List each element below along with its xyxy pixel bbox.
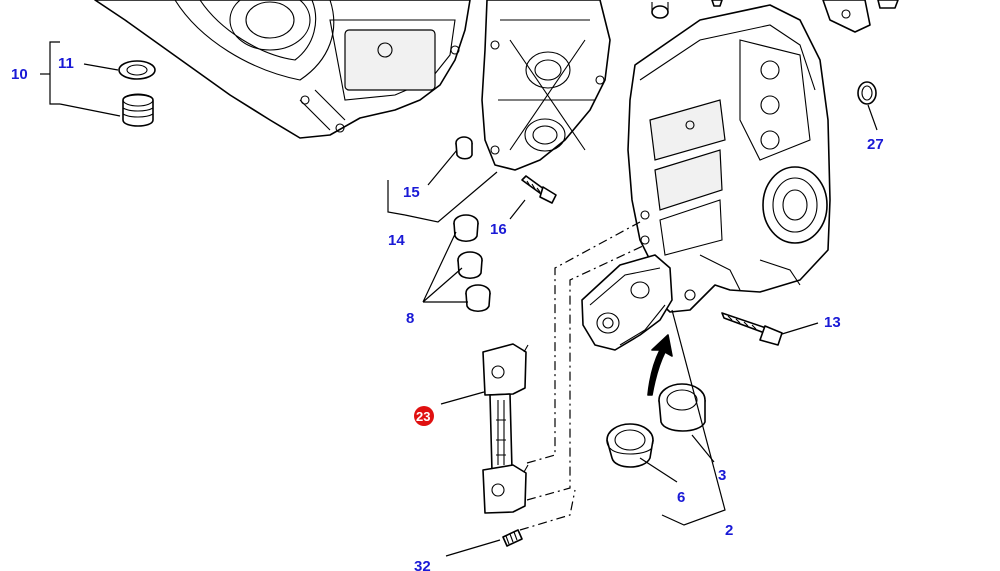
- bushings-8: [453, 214, 491, 313]
- seal-ring-11: [118, 60, 156, 80]
- callout-3: 3: [718, 467, 726, 484]
- spring-32: [502, 529, 523, 547]
- leader-lines: [40, 41, 878, 557]
- cover-plate: [481, 0, 611, 171]
- ring-27: [857, 81, 877, 105]
- assembly-lines: [519, 221, 646, 531]
- callout-14: 14: [388, 232, 405, 249]
- top-bolt-fragment: [711, 0, 723, 7]
- top-bushing: [651, 2, 669, 19]
- callout-27: 27: [867, 136, 884, 153]
- install-arrow: [647, 334, 673, 396]
- callout-32: 32: [414, 558, 431, 571]
- bolt-16: [521, 175, 557, 204]
- sight-gauge-23: [482, 343, 529, 514]
- callout-16: 16: [490, 221, 507, 238]
- top-right-fitting: [822, 0, 899, 33]
- bushing-6: [606, 423, 654, 468]
- callout-2: 2: [725, 522, 733, 539]
- drain-plug: [122, 93, 154, 127]
- callout-13: 13: [824, 314, 841, 331]
- callout-labels: 10 11 15 14 16 27 8 13 23 3 6 2 32: [11, 55, 884, 571]
- mounting-bracket: [581, 254, 673, 351]
- bushing-15: [455, 136, 473, 160]
- bolt-13: [721, 312, 783, 346]
- callout-10: 10: [11, 66, 28, 83]
- highlight-badge: [414, 406, 434, 426]
- callout-11: 11: [58, 55, 74, 72]
- callout-23: 23: [416, 409, 430, 424]
- callout-8: 8: [406, 310, 414, 327]
- transmission-housing: [94, 0, 471, 139]
- callout-6: 6: [677, 489, 685, 506]
- rear-housing: [627, 4, 831, 313]
- callout-15: 15: [403, 184, 420, 201]
